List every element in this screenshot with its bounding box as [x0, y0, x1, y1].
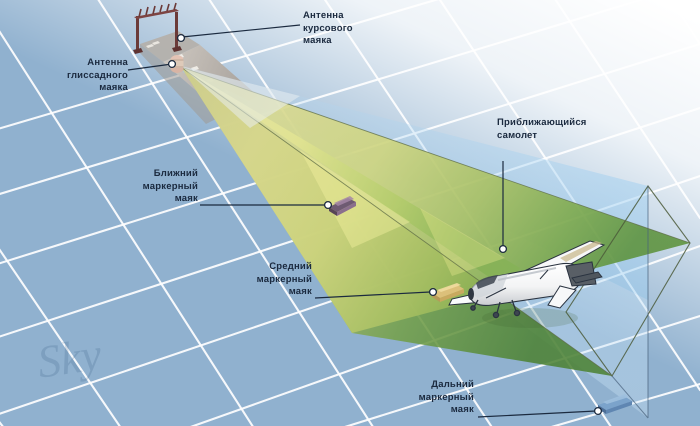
leader-localizer-antenna	[181, 24, 301, 38]
endpoint-outer-marker	[593, 406, 603, 416]
inner-marker-beacon	[329, 196, 356, 216]
endpoint-middle-marker	[428, 287, 438, 297]
outer-marker-beacon	[598, 394, 632, 414]
label-middle-marker: Средний маркерный маяк	[256, 261, 312, 297]
leader-lines	[127, 24, 597, 418]
endpoint-aircraft	[498, 244, 508, 254]
leader-glideslope-antenna	[127, 63, 173, 71]
label-localizer-antenna: Антенна курсового маяка	[303, 10, 353, 46]
leader-endpoints	[167, 33, 603, 416]
localizer-beam-core	[181, 67, 520, 288]
endpoint-localizer-antenna	[176, 33, 186, 43]
label-approaching-aircraft: Приближающийся самолет	[497, 117, 587, 141]
label-outer-marker: Дальний маркерный маяк	[418, 379, 474, 415]
svg-text:Sky: Sky	[34, 328, 105, 387]
approaching-aircraft	[448, 240, 606, 328]
endpoint-glideslope-antenna	[167, 59, 177, 69]
label-inner-marker: Ближний маркерный маяк	[142, 168, 198, 204]
localizer-back-lobe	[181, 66, 300, 128]
label-glideslope-antenna: Антенна глиссадного маяка	[67, 57, 128, 93]
localizer-antenna	[133, 2, 182, 54]
watermark: Sky	[34, 328, 105, 387]
leader-outer-marker	[477, 410, 597, 418]
endpoint-inner-marker	[323, 200, 333, 210]
leader-middle-marker	[314, 291, 431, 299]
